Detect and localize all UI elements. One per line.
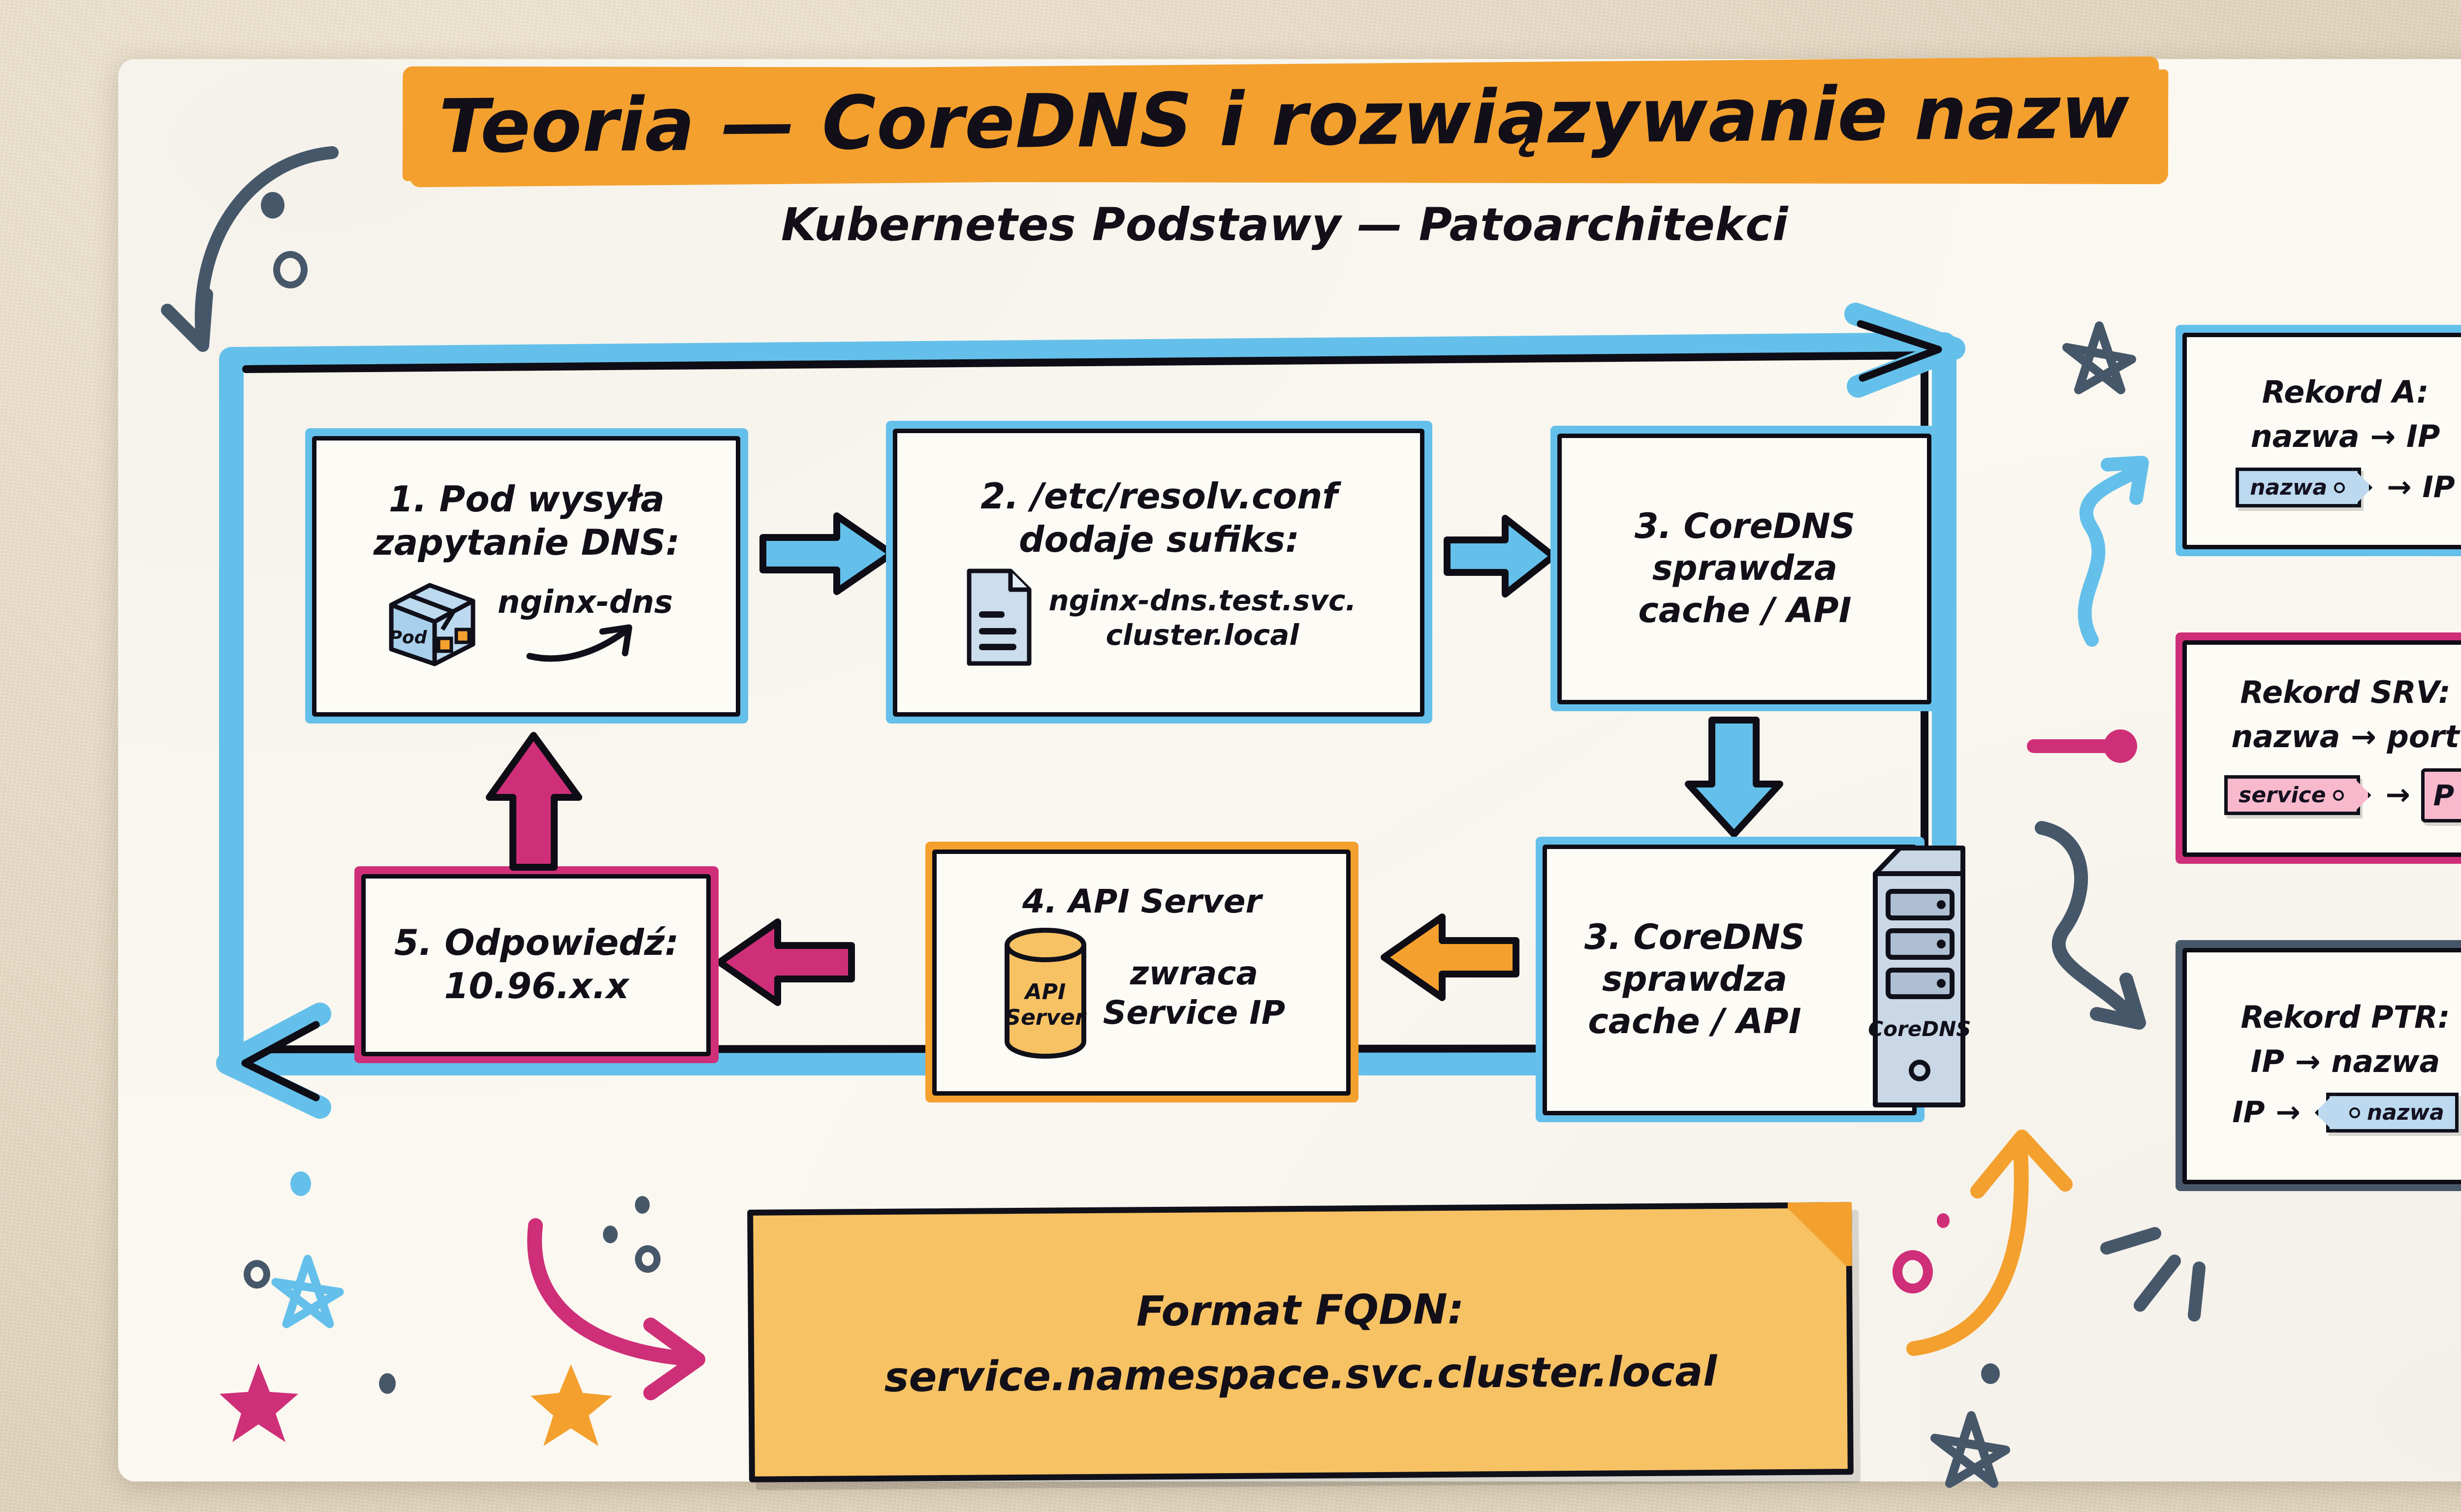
record-a-target: IP: [2422, 470, 2455, 505]
record-srv-tag: service: [2224, 775, 2360, 816]
step-4-line3: Service IP: [1103, 994, 1286, 1032]
step-3b-line3: cache / API: [1588, 1001, 1801, 1041]
step-2-value-line1: nginx-dns.test.svc.: [1048, 583, 1357, 617]
svg-text:Pod: Pod: [389, 628, 427, 648]
record-srv-title: Rekord SRV:: [2240, 674, 2451, 711]
record-a-mapping: nazwa → IP: [2250, 418, 2440, 454]
step-3b-line2: sprawdza: [1602, 959, 1788, 1000]
step-5-ink-border: [361, 874, 711, 1056]
step-1-value: nginx-dns: [497, 584, 673, 621]
record-ptr-title: Rekord PTR:: [2240, 999, 2450, 1035]
step-1-line1: 1. Pod wysyła: [388, 478, 665, 520]
record-ptr-tag: nazwa: [2326, 1093, 2459, 1133]
record-srv-card[interactable]: Rekord SRV: nazwa → port service → P: [2176, 632, 2461, 864]
flow-step-3a[interactable]: 3. CoreDNS sprawdza cache / API: [1550, 426, 1939, 711]
record-srv-arrow-glyph: →: [2385, 778, 2410, 813]
pod-box-icon: Pod: [389, 583, 475, 666]
step-1-curved-arrow-icon: [526, 624, 632, 662]
api-server-database-icon: API Server: [1004, 928, 1087, 1059]
record-srv-tag-hole: [2333, 789, 2344, 801]
arrow-step4-to-step5: [716, 918, 855, 1006]
record-a-card[interactable]: Rekord A: nazwa → IP nazwa → IP: [2176, 325, 2461, 556]
step-3a-ink-border: [1557, 434, 1931, 704]
record-srv-tag-label: service: [2239, 783, 2326, 808]
step-2-line2: dodaje sufiks:: [1018, 518, 1300, 560]
step-4-line1: 4. API Server: [1022, 882, 1262, 920]
page-title: Teoria — CoreDNS i rozwiązywanie nazw: [439, 69, 2131, 170]
record-ptr-mapping: IP → nazwa: [2250, 1043, 2440, 1079]
fqdn-label: Format FQDN:: [1136, 1285, 1464, 1335]
arrow-step5-to-step1: [486, 732, 582, 871]
flow-step-1[interactable]: 1. Pod wysyła zapytanie DNS: Pod nginx-d…: [305, 428, 748, 724]
record-a-tag-label: nazwa: [2250, 475, 2328, 501]
record-ptr-ink-border: [2182, 948, 2461, 1184]
step-4-line2: zwraca: [1130, 954, 1259, 992]
document-icon: [967, 568, 1032, 666]
flow-step-4[interactable]: 4. API Server API Server zwraca Service …: [925, 842, 1358, 1102]
step-5-line2: 10.96.x.x: [444, 965, 629, 1007]
step-3b-ink-border: [1543, 845, 1917, 1115]
page-subtitle: Kubernetes Podstawy — Patoarchitekci: [781, 198, 1789, 251]
record-ptr-arrow-glyph: →: [2275, 1095, 2301, 1130]
arrow-step3b-to-step4: [1381, 914, 1519, 1001]
record-a-visual: nazwa → IP: [2236, 468, 2455, 508]
record-ptr-card[interactable]: Rekord PTR: IP → nazwa IP → nazwa: [2176, 940, 2461, 1191]
record-a-arrow-glyph: →: [2387, 470, 2412, 505]
record-srv-visual: service → P: [2224, 768, 2461, 822]
fqdn-banner: Format FQDN: service.namespace.svc.clust…: [747, 1202, 1854, 1482]
title-highlight-band: Teoria — CoreDNS i rozwiązywanie nazw: [409, 56, 2160, 188]
step-5-line1: 5. Odpowiedź:: [394, 922, 679, 964]
flow-step-3b[interactable]: 3. CoreDNS sprawdza cache / API: [1536, 837, 1925, 1122]
flow-step-5[interactable]: 5. Odpowiedź: 10.96.x.x: [354, 866, 719, 1063]
step-3a-line1: 3. CoreDNS: [1634, 505, 1856, 546]
record-srv-port-chip: P: [2421, 768, 2461, 822]
record-ptr-visual: IP → nazwa: [2232, 1093, 2459, 1133]
step-2-value-line2: cluster.local: [1105, 618, 1299, 652]
record-a-tag-hole: [2334, 482, 2345, 493]
record-ptr-tag-label: nazwa: [2366, 1100, 2444, 1126]
record-ptr-source: IP: [2232, 1095, 2265, 1130]
svg-text:API: API: [1024, 979, 1066, 1005]
svg-text:Server: Server: [1005, 1005, 1087, 1030]
step-3b-line1: 3. CoreDNS: [1584, 916, 1805, 957]
step-3a-line2: sprawdza: [1652, 548, 1838, 589]
record-a-title: Rekord A:: [2262, 374, 2429, 410]
arrow-step2-to-step3a: [1444, 515, 1557, 598]
record-a-tag: nazwa: [2236, 468, 2362, 508]
step-1-line2: zapytanie DNS:: [373, 522, 680, 563]
fqdn-value: service.namespace.svc.cluster.local: [884, 1347, 1717, 1401]
record-srv-mapping: nazwa → port: [2231, 719, 2460, 755]
record-a-ink-border: [2182, 333, 2461, 549]
arrow-step1-to-step2: [759, 512, 895, 595]
flow-step-2[interactable]: 2. /etc/resolv.conf dodaje sufiks: nginx…: [886, 421, 1432, 724]
record-srv-ink-border: [2182, 640, 2461, 857]
step-4-ink-border: [932, 850, 1351, 1096]
record-ptr-tag-hole: [2349, 1107, 2360, 1118]
step-2-line1: 2. /etc/resolv.conf: [980, 475, 1338, 517]
arrow-step3a-to-step3b: [1685, 717, 1783, 838]
step-1-ink-border: [312, 436, 740, 717]
step-3a-line3: cache / API: [1638, 590, 1852, 630]
title-block: Teoria — CoreDNS i rozwiązywanie nazw Ku…: [276, 56, 2294, 252]
